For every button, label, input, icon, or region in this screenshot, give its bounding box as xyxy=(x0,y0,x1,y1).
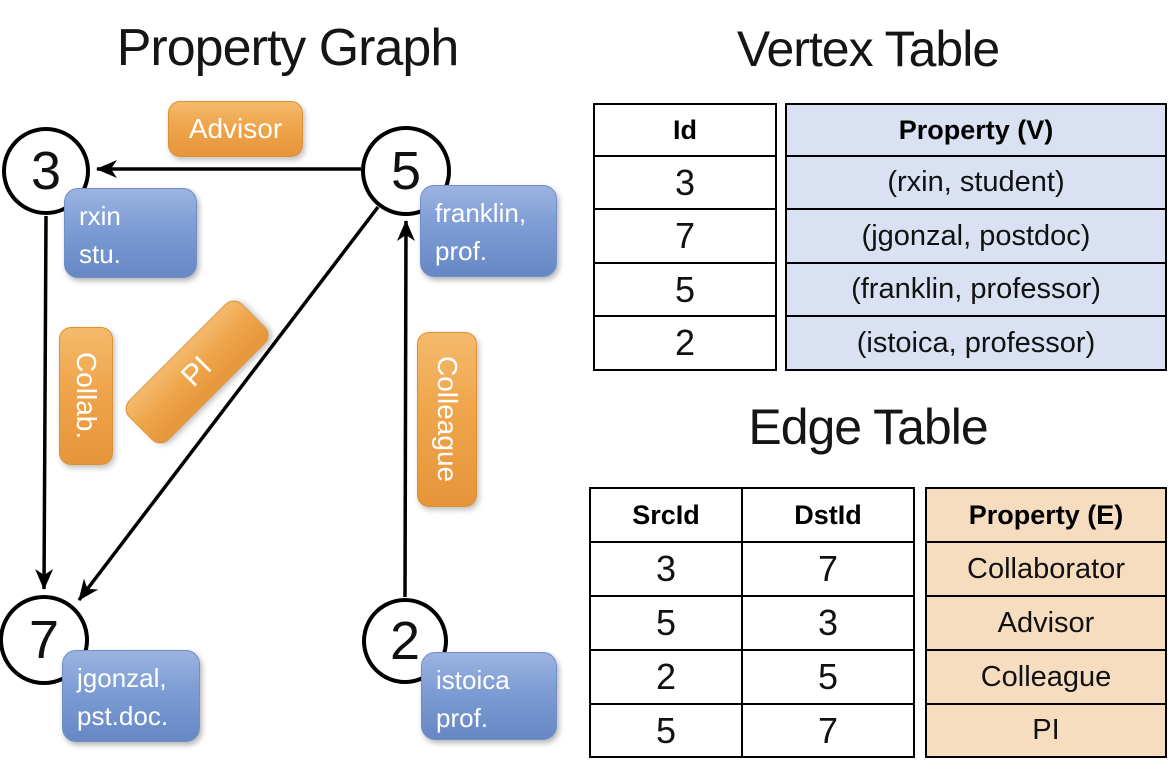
edge-table-dstid-cell: 7 xyxy=(741,703,913,756)
node-property-line: istoica xyxy=(436,665,510,695)
edge-table-property-column: Property (E) Collaborator Advisor Collea… xyxy=(925,487,1167,758)
node-property-line: stu. xyxy=(79,238,121,269)
edge-label-advisor: Advisor xyxy=(168,101,303,157)
edge-table-header-dstid: DstId xyxy=(741,489,913,541)
vertex-table-property-column: Property (V) (rxin, student) (jgonzal, p… xyxy=(785,103,1167,371)
edge-table-srcid-cell: 3 xyxy=(591,541,741,595)
edge-label-collaborator: Collab. xyxy=(59,327,113,465)
edge-table-srcid-cell: 5 xyxy=(591,595,741,649)
graph-node-5: 5 xyxy=(361,126,451,216)
vertex-table-id-cell: 5 xyxy=(595,262,775,315)
property-graph-title: Property Graph xyxy=(116,19,460,77)
node-property-line: prof. xyxy=(435,235,488,266)
vertex-table-header-property: Property (V) xyxy=(898,114,1054,145)
node-property-line: rxin xyxy=(79,201,121,231)
edge-table-dstid-cell: 3 xyxy=(741,595,913,649)
edge-label-pi: PI xyxy=(120,295,274,449)
vertex-table-id-column: Id 3 7 5 2 xyxy=(593,103,777,371)
edge-table-srcid-cell: 2 xyxy=(591,649,741,703)
node-property-box-istoica: istoica prof. xyxy=(421,652,557,740)
vertex-table-id-cell: 3 xyxy=(595,155,775,208)
vertex-table-property-cell: (istoica, professor) xyxy=(787,315,1165,369)
edge-table-srcid-cell: 5 xyxy=(591,703,741,756)
edge-table-id-columns: SrcId DstId 3 7 5 3 2 5 5 7 xyxy=(589,487,915,758)
edge-2-to-5-arrow xyxy=(396,220,415,598)
graph-node-3: 3 xyxy=(2,127,90,215)
node-property-line: prof. xyxy=(436,702,489,733)
edge-table-property-cell: PI xyxy=(927,703,1165,756)
vertex-table-title: Vertex Table xyxy=(736,21,1000,77)
vertex-table-property-cell: (jgonzal, postdoc) xyxy=(787,208,1165,262)
node-property-line: franklin, xyxy=(435,198,527,228)
vertex-table-property-cell: (franklin, professor) xyxy=(787,262,1165,315)
vertex-table-id-cell: 2 xyxy=(595,315,775,369)
node-property-box-jgonzal: jgonzal, pst.doc. xyxy=(62,650,200,742)
node-property-line: pst.doc. xyxy=(77,700,169,731)
vertex-table-header-id: Id xyxy=(673,114,697,145)
edge-table-property-cell: Advisor xyxy=(927,595,1165,649)
vertex-table-property-cell: (rxin, student) xyxy=(787,155,1165,208)
edge-table-dstid-cell: 5 xyxy=(741,649,913,703)
edge-table-dstid-cell: 7 xyxy=(741,541,913,595)
edge-table-title: Edge Table xyxy=(748,399,988,455)
node-property-box-franklin: franklin, prof. xyxy=(420,185,557,277)
edge-table-header-srcid: SrcId xyxy=(632,499,700,530)
edge-table-property-cell: Collaborator xyxy=(927,541,1165,595)
edge-3-to-7-arrow xyxy=(35,215,54,590)
edge-label-colleague: Colleague xyxy=(417,332,477,507)
vertex-table-id-cell: 7 xyxy=(595,208,775,262)
node-property-line: jgonzal, xyxy=(77,663,167,693)
node-property-box-rxin: rxin stu. xyxy=(64,188,197,278)
edge-table-header-property: Property (E) xyxy=(968,499,1124,530)
edge-table-property-cell: Colleague xyxy=(927,649,1165,703)
